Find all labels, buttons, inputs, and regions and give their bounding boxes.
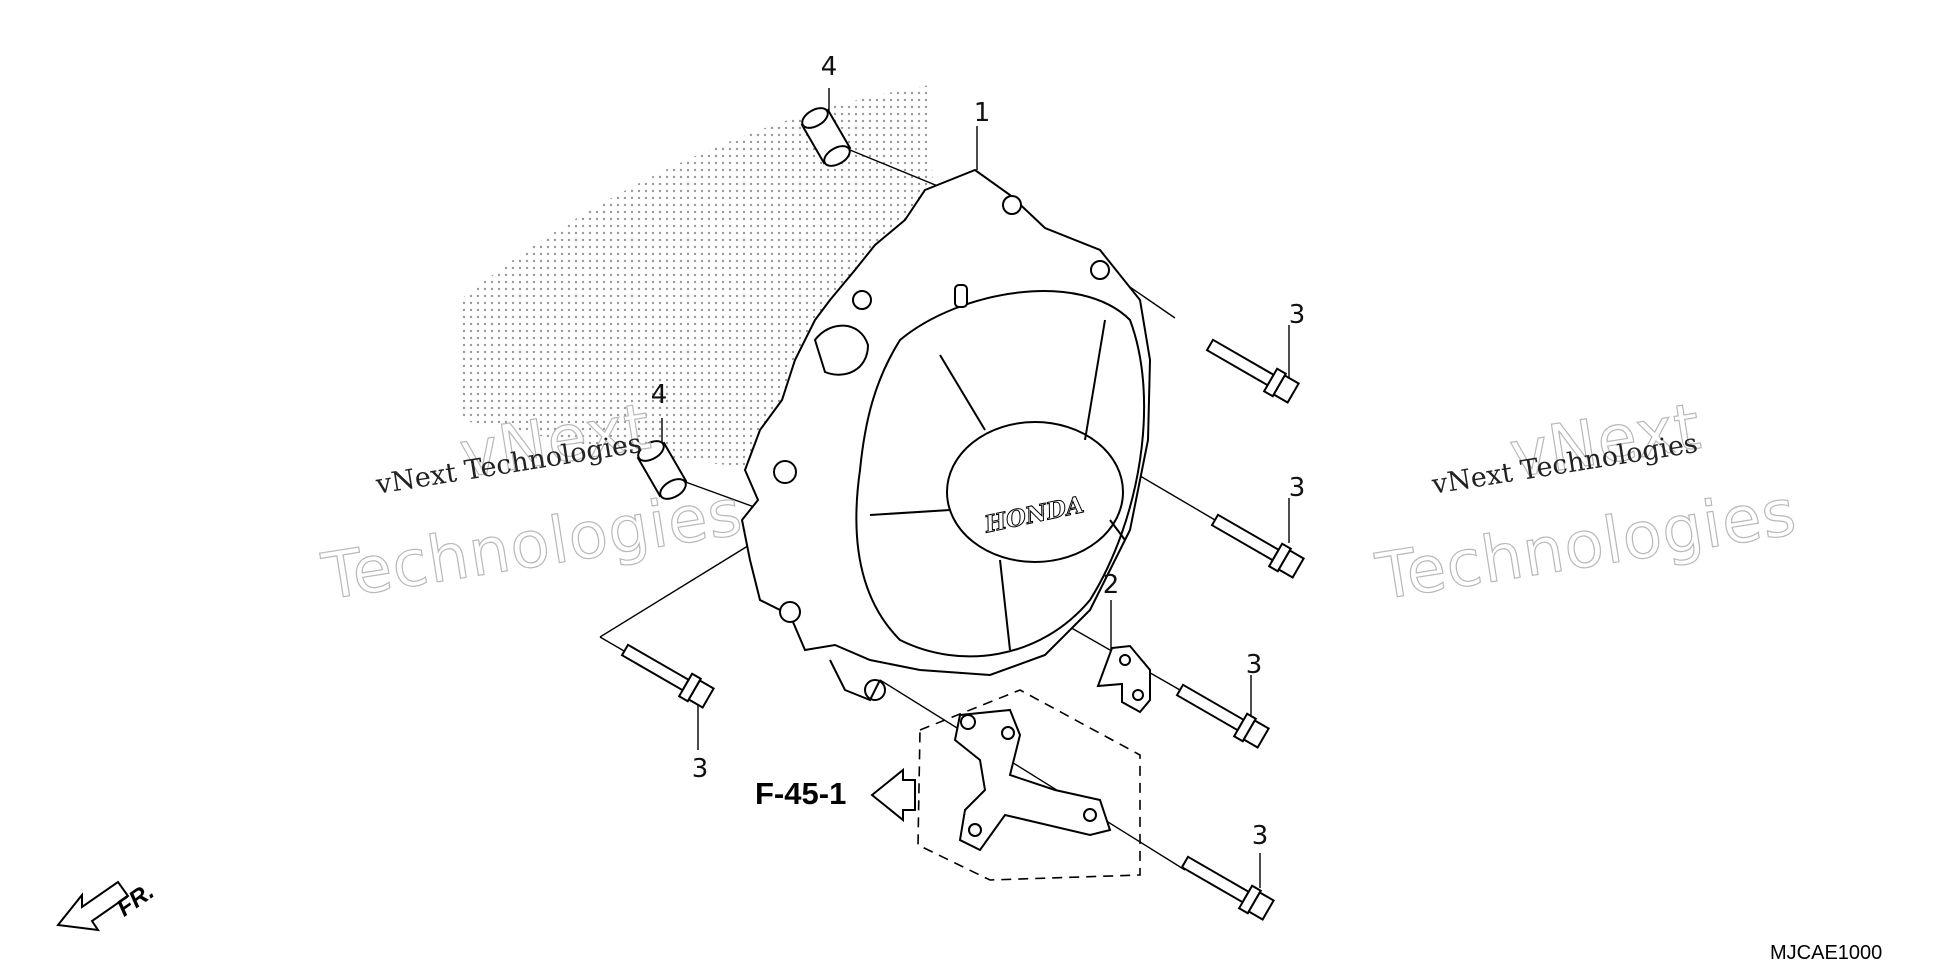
callout-dowel-lower: 4 xyxy=(650,380,668,410)
bolts xyxy=(620,338,1306,921)
callout-dowel-upper: 4 xyxy=(820,52,838,82)
front-arrow-icon xyxy=(56,880,130,932)
callout-bracket: 2 xyxy=(1102,570,1120,600)
reference-bracket-outline xyxy=(917,689,1141,881)
diagram-code: MJCAE1000 xyxy=(1770,942,1883,964)
reference-bracket-part xyxy=(953,708,1112,852)
callout-bolt-right: 3 xyxy=(1245,650,1263,680)
callout-bolt-middle: 3 xyxy=(1288,473,1306,503)
dowel-pins xyxy=(636,107,852,500)
callout-bolt-top: 3 xyxy=(1288,300,1306,330)
reference-label[interactable]: F-45-1 xyxy=(755,776,847,811)
callout-cover: 1 xyxy=(973,98,991,128)
callout-bolt-bottom: 3 xyxy=(1251,821,1269,851)
generator-cover xyxy=(740,168,1152,702)
callout-bolt-left: 3 xyxy=(691,754,709,784)
bracket-part xyxy=(1096,644,1151,714)
reference-arrow-icon xyxy=(870,767,916,823)
